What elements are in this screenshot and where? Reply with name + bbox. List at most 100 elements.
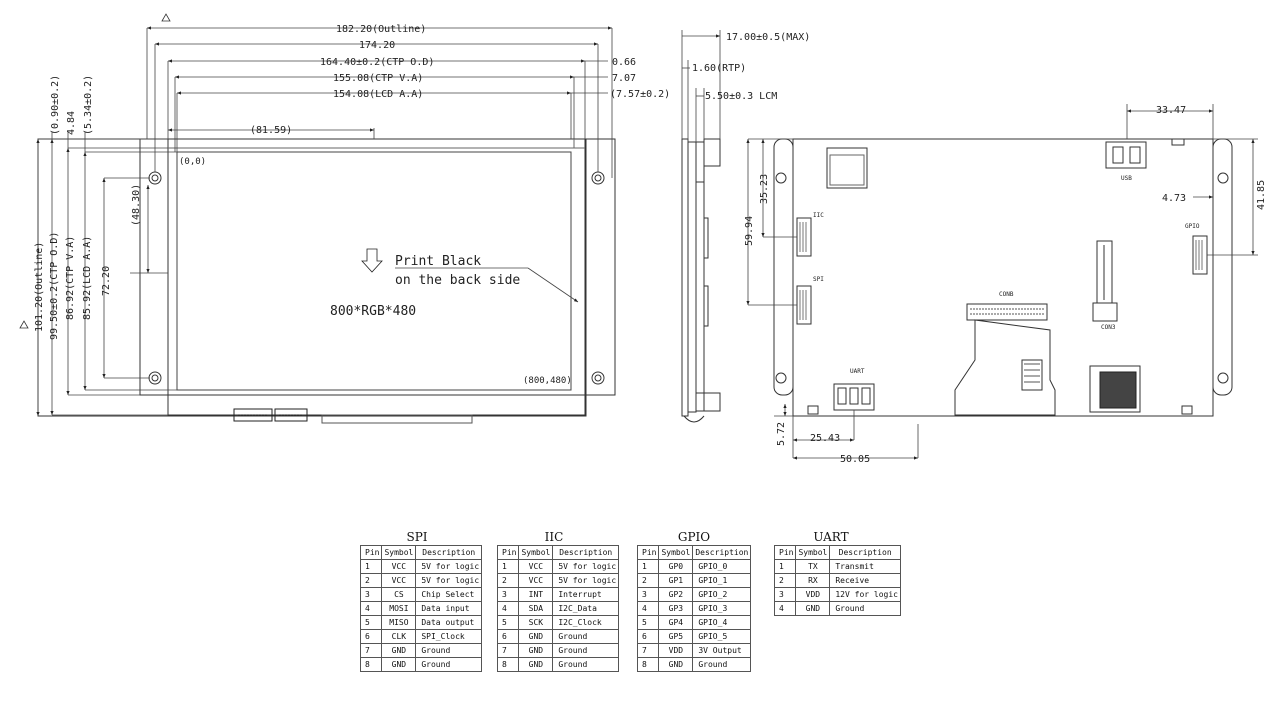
table-cell: GP5 bbox=[658, 629, 694, 644]
table-header-cell: Description bbox=[415, 545, 483, 560]
dim-ctp-va-height: 86.92(CTP V.A) bbox=[65, 236, 76, 320]
dim-090: (0.90±0.2) bbox=[50, 75, 61, 135]
dim-outline-height: 101.20(Outline) bbox=[34, 242, 45, 332]
table-cell: GP3 bbox=[658, 601, 694, 616]
table-header-cell: Symbol bbox=[381, 545, 417, 560]
table-cell: 7 bbox=[496, 643, 520, 658]
table-cell: 6 bbox=[636, 629, 660, 644]
table-cell: 7 bbox=[359, 643, 383, 658]
gpio-table-title: GPIO bbox=[677, 530, 711, 544]
table-cell: 5V for logic bbox=[552, 573, 620, 588]
dim-3523: 35.23 bbox=[759, 174, 770, 204]
table-cell: Chip Select bbox=[415, 587, 483, 602]
table-cell: GND bbox=[518, 629, 554, 644]
table-cell: 8 bbox=[359, 657, 383, 672]
table-cell: GND bbox=[518, 643, 554, 658]
table-cell: VCC bbox=[381, 573, 417, 588]
table-cell: 4 bbox=[496, 601, 520, 616]
table-cell: 4 bbox=[773, 601, 797, 616]
con3-connector bbox=[1092, 302, 1118, 322]
table-cell: 3 bbox=[636, 587, 660, 602]
uart-table-title: UART bbox=[813, 530, 849, 544]
table-header-cell: Description bbox=[692, 545, 752, 560]
front-dimensions bbox=[19, 13, 613, 416]
table-cell: GPIO_4 bbox=[692, 615, 752, 630]
table-cell: Ground bbox=[552, 643, 620, 658]
iic-label: IIC bbox=[813, 212, 824, 219]
table-cell: GP1 bbox=[658, 573, 694, 588]
dim-484: 4.84 bbox=[66, 111, 77, 135]
table-cell: Receive bbox=[829, 573, 901, 588]
table-header-cell: Pin bbox=[496, 545, 520, 560]
table-cell: GND bbox=[381, 657, 417, 672]
origin-label: (0,0) bbox=[179, 157, 206, 167]
dim-066: 0.66 bbox=[612, 57, 636, 68]
front-dimension-labels: 182.20(Outline) 174.20 164.40±0.2(CTP O.… bbox=[34, 24, 670, 386]
fpc-connector bbox=[274, 408, 308, 422]
table-cell: GPIO_3 bbox=[692, 601, 752, 616]
table-cell: 5 bbox=[496, 615, 520, 630]
table-cell: GP0 bbox=[658, 559, 694, 574]
table-cell: 6 bbox=[496, 629, 520, 644]
table-cell: 1 bbox=[636, 559, 660, 574]
gpio-label: GPIO bbox=[1185, 223, 1200, 230]
dim-8159: (81.59) bbox=[250, 125, 292, 136]
dim-side-lcm: 5.50±0.3 LCM bbox=[705, 91, 777, 102]
table-header-cell: Symbol bbox=[658, 545, 694, 560]
table-cell: GP4 bbox=[658, 615, 694, 630]
table-header-cell: Symbol bbox=[518, 545, 554, 560]
ctp-outline bbox=[167, 138, 586, 416]
uart-label: UART bbox=[850, 368, 865, 375]
side-dimensions bbox=[681, 30, 721, 142]
front-view bbox=[37, 138, 616, 424]
table-header-cell: Pin bbox=[359, 545, 383, 560]
table-cell: GND bbox=[381, 643, 417, 658]
usb-connector bbox=[1105, 141, 1147, 169]
table-cell: 8 bbox=[496, 657, 520, 672]
dim-2543: 25.43 bbox=[810, 433, 840, 444]
lcd-active-area bbox=[176, 151, 572, 391]
mount-frame bbox=[139, 138, 616, 396]
table-cell: TX bbox=[795, 559, 831, 574]
mount-hole bbox=[148, 371, 162, 385]
table-cell: Ground bbox=[415, 657, 483, 672]
table-cell: SCK bbox=[518, 615, 554, 630]
table-cell: Ground bbox=[552, 657, 620, 672]
table-cell: VCC bbox=[518, 559, 554, 574]
iic-connector bbox=[796, 217, 812, 257]
table-cell: 1 bbox=[359, 559, 383, 574]
table-cell: Ground bbox=[692, 657, 752, 672]
table-cell: VDD bbox=[658, 643, 694, 658]
spi-connector bbox=[796, 285, 812, 325]
dim-4830: (48.30) bbox=[131, 184, 142, 226]
table-cell: GND bbox=[658, 657, 694, 672]
dim-outline-width: 182.20(Outline) bbox=[336, 24, 426, 35]
table-cell: 6 bbox=[359, 629, 383, 644]
iic-table-title: IIC bbox=[544, 530, 564, 544]
table-cell: 3 bbox=[359, 587, 383, 602]
table-cell: VDD bbox=[795, 587, 831, 602]
